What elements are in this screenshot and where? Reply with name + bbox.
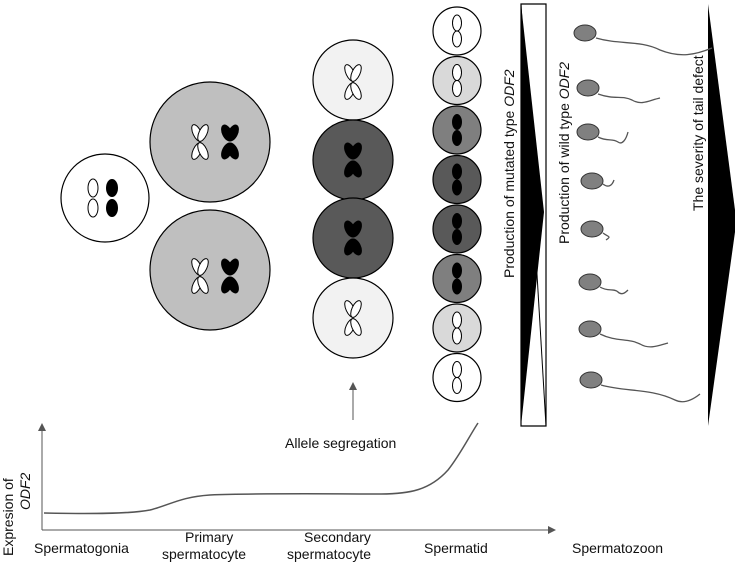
sperm-tail	[599, 286, 629, 295]
spermatid-cell	[432, 352, 482, 403]
expression-chart	[38, 422, 556, 534]
spermatid-cell	[432, 303, 482, 353]
sperm-head	[580, 172, 604, 190]
spermatogonium-cell	[60, 153, 150, 243]
sperm-tail	[602, 232, 610, 241]
spermatozoon	[579, 371, 701, 403]
sperm-head	[576, 123, 600, 141]
spermatozoa-group	[573, 24, 713, 403]
spermatid-cell	[432, 6, 482, 56]
sperm-tail	[595, 37, 713, 56]
spermatozoon	[576, 123, 629, 144]
chromosome-pair-black	[221, 124, 239, 160]
chromosome-pair-black	[344, 220, 362, 256]
y-axis-label-line1: Expresion of	[0, 478, 16, 556]
mutated-production-label: Production of mutated type ODF2	[501, 69, 517, 278]
spermatozoon	[573, 24, 713, 56]
y-axis-label-line2: ODF2	[17, 472, 33, 510]
sperm-head	[579, 371, 603, 389]
chromosome-pair-white	[344, 64, 362, 100]
secondary-spermatocyte-1	[312, 39, 394, 121]
stage-label-secondary-2: spermatocyte	[287, 546, 371, 562]
sperm-tail	[597, 93, 661, 104]
chromosome-pair-black	[344, 142, 362, 178]
chromosome-white	[87, 178, 99, 218]
stage-label-spermatogonia: Spermatogonia	[34, 540, 129, 556]
stage-label-spermatozoon: Spermatozoon	[572, 540, 663, 556]
severity-wedge	[708, 4, 735, 426]
spermatid-cell	[432, 55, 482, 106]
chromosome-pair-white	[344, 300, 362, 336]
sperm-head	[578, 273, 602, 291]
spermatozoon	[580, 220, 610, 241]
sperm-head	[580, 220, 604, 238]
severity-label: The severity of tail defect	[690, 55, 706, 211]
wild-production-label: Production of wild type ODF2	[556, 62, 572, 244]
expression-curve	[43, 422, 479, 515]
spermatozoon	[578, 273, 629, 295]
secondary-spermatocyte-2	[312, 119, 394, 201]
spermatozoon	[578, 320, 669, 348]
spermatid-cell	[432, 105, 482, 155]
stage-label-secondary-1: Secondary	[304, 529, 371, 545]
spermatid-cell	[432, 204, 482, 254]
sperm-head	[578, 320, 602, 338]
sperm-tail	[600, 384, 701, 403]
spermatid-column	[432, 6, 482, 403]
chromosome-pair-black	[221, 258, 239, 294]
allele-segregation-label: Allele segregation	[285, 435, 396, 451]
primary-spermatocyte-top	[149, 81, 271, 203]
sperm-head	[573, 24, 597, 42]
sperm-head	[576, 79, 600, 97]
primary-spermatocyte-bottom	[149, 209, 271, 331]
spermatid-cell	[432, 154, 482, 205]
secondary-spermatocyte-3	[312, 197, 394, 279]
sperm-tail	[599, 333, 669, 348]
stage-label-spermatid: Spermatid	[424, 540, 488, 556]
spermatozoon	[576, 79, 661, 104]
spermatozoon	[580, 172, 615, 190]
chromosome-pair-white	[191, 124, 209, 160]
mutated-odf2-wedge	[520, 3, 547, 427]
sperm-tail	[597, 131, 629, 144]
spermatid-cell	[432, 253, 482, 304]
chromosome-black	[106, 179, 118, 217]
secondary-spermatocyte-4	[312, 277, 394, 359]
stage-label-primary-1: Primary	[185, 529, 233, 545]
sperm-tail	[602, 179, 615, 187]
stage-label-primary-2: spermatocyte	[162, 546, 246, 562]
chromosome-pair-white	[191, 258, 209, 294]
